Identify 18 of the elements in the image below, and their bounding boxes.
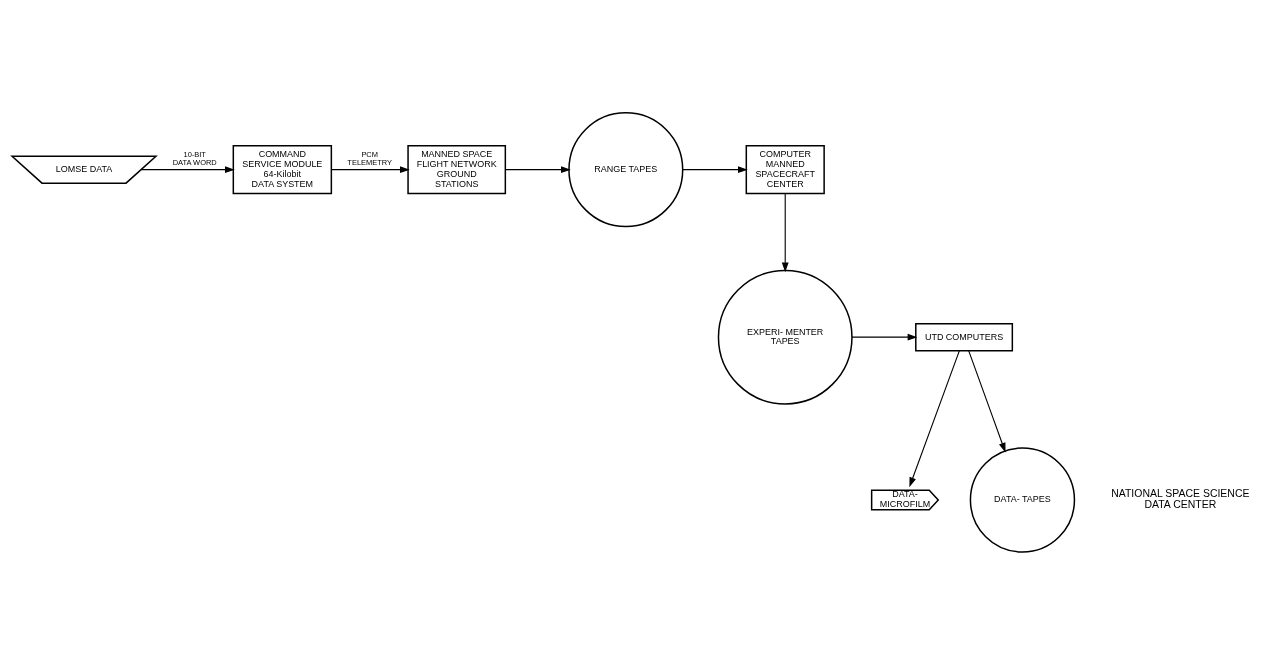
arrow [140, 165, 235, 173]
edge-label: 10-BIT DATA WORD [172, 149, 217, 167]
label: NATIONAL SPACE SCIENCE DATA CENTER [1111, 487, 1250, 510]
node-box: COMPUTER MANNED SPACECRAFT CENTER [745, 144, 825, 194]
arrow [968, 349, 1006, 452]
arrow [781, 192, 789, 272]
node-circle: EXPERI- MENTER TAPES [717, 269, 853, 405]
arrow [851, 333, 918, 341]
node-box: COMMAND SERVICE MODULE 64-Kilobit DATA SYSTEM [232, 144, 333, 194]
arrow [909, 349, 960, 487]
edge-label: PCM TELEMETRY [347, 149, 393, 167]
arrow [330, 165, 410, 173]
node-box: UTD COMPUTERS [915, 322, 1014, 351]
arrow [682, 165, 748, 173]
node-box: MANNED SPACE FLIGHT NETWORK GROUND STATIONS [407, 144, 507, 194]
arrow [504, 165, 571, 173]
node-circle: DATA- TAPES [969, 446, 1076, 553]
node-circle: RANGE TAPES [568, 111, 684, 227]
